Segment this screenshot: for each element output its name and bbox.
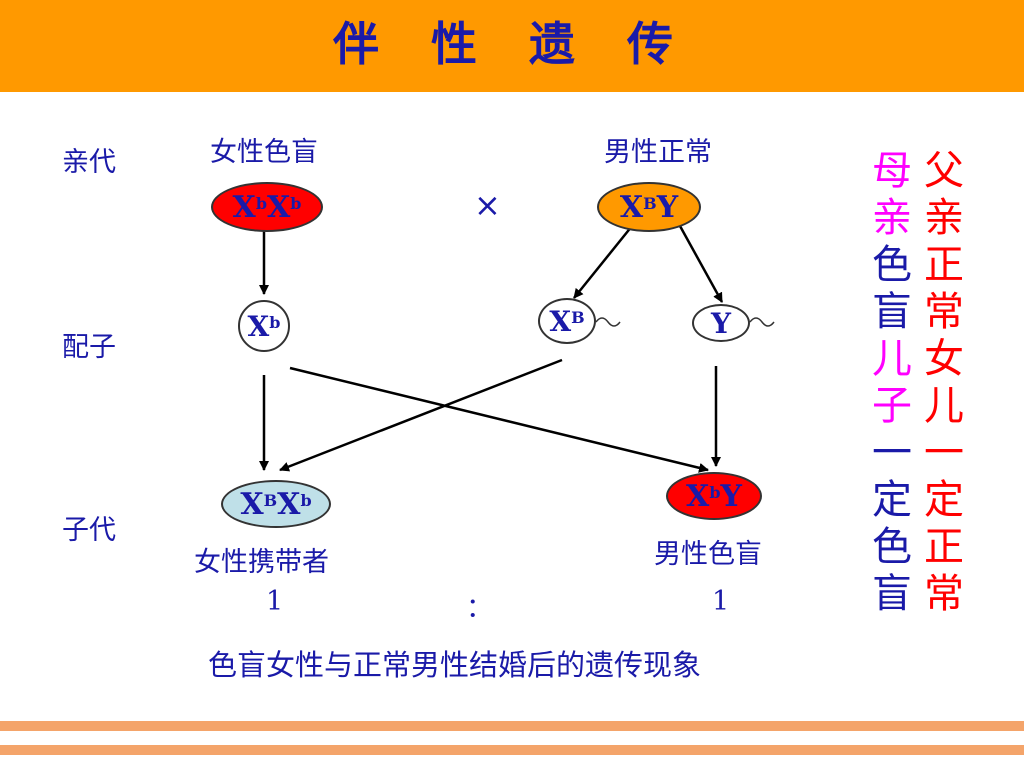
arrow-father-to-xB	[573, 225, 633, 299]
sperm-tail-y	[749, 317, 775, 327]
mother-text-char: 盲	[872, 571, 912, 617]
father-text-char: 常	[924, 571, 964, 617]
ratio-left: 1	[266, 586, 284, 617]
ratio-separator: ：	[466, 593, 493, 624]
footer-stripe-top	[0, 721, 1024, 731]
mother-text-char: 亲	[872, 195, 912, 241]
mother-text-char: 盲	[872, 289, 912, 335]
female-carrier-caption: 女性携带者	[194, 547, 329, 578]
arrow-xB-to-daughter	[279, 358, 563, 472]
mother-text-char: 一	[872, 430, 912, 476]
male-colorblind-caption: 男性色盲	[654, 539, 762, 570]
arrow-father-to-y	[678, 225, 724, 303]
mother-text-char: 色	[872, 524, 912, 570]
gamete-y-node: Y	[692, 304, 750, 342]
mother-text-char: 子	[872, 383, 912, 429]
father-text-char: 正	[924, 242, 964, 288]
father-text-char: 亲	[924, 195, 964, 241]
female-colorblind-caption: 女性色盲	[210, 137, 318, 168]
title-bar	[0, 0, 1024, 92]
gamete-label: 配子	[62, 332, 116, 363]
father-text-char: 女	[924, 336, 964, 382]
father-text-char: 正	[924, 524, 964, 570]
father-text-char: 儿	[924, 383, 964, 429]
father-text-char: 常	[924, 289, 964, 335]
footer-stripe-bottom	[0, 745, 1024, 755]
mother-text-char: 色	[872, 242, 912, 288]
mother-conclusion-text: 母亲色盲儿子一定色盲	[870, 148, 914, 618]
cross-symbol: ×	[474, 186, 501, 224]
mother-text-char: 儿	[872, 336, 912, 382]
offspring-generation-label: 子代	[62, 515, 116, 546]
parental-generation-label: 亲代	[62, 147, 116, 178]
sperm-tail-xB	[595, 317, 621, 327]
page-title: 伴 性 遗 传	[332, 17, 692, 71]
arrow-xb-to-son	[289, 366, 709, 473]
father-text-char: 定	[924, 477, 964, 523]
mother-text-char: 母	[872, 148, 912, 194]
father-conclusion-text: 父亲正常女儿一定正常	[922, 148, 966, 618]
diagram-caption: 色盲女性与正常男性结婚后的遗传现象	[208, 648, 702, 682]
male-normal-caption: 男性正常	[604, 137, 712, 168]
mother-text-char: 定	[872, 477, 912, 523]
father-text-char: 一	[924, 430, 964, 476]
father-text-char: 父	[924, 148, 964, 194]
ratio-right: 1	[712, 586, 730, 617]
